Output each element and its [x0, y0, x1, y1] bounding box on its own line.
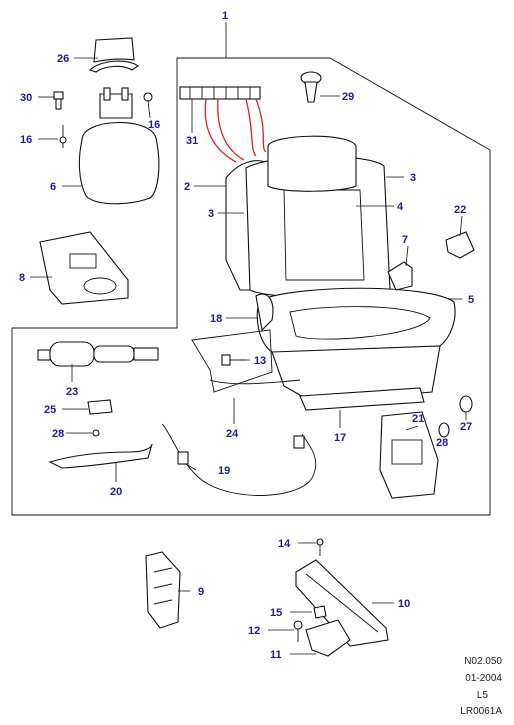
fixing-15: [313, 605, 327, 619]
callout-25: 25: [44, 404, 56, 416]
callout-12: 12: [248, 625, 260, 637]
leader-lines: [30, 57, 467, 655]
footer-ref: LR0061A: [460, 706, 502, 717]
callout-labels: 1 26 30 16 16 6 8 31 29 2 3 3 4 22 7 5 1…: [19, 10, 474, 661]
callout-19: 19: [218, 465, 230, 477]
callout-22: 22: [454, 204, 466, 216]
callout-5: 5: [468, 294, 474, 306]
callout-16b: 16: [20, 134, 32, 146]
footer-model: L5: [476, 690, 488, 701]
callout-30: 30: [20, 92, 32, 104]
headrest-mounting-bracket: [99, 87, 133, 119]
callout-13: 13: [254, 355, 266, 367]
release-cable: [161, 423, 317, 496]
callout-28a: 28: [52, 428, 64, 440]
callout-20: 20: [110, 486, 122, 498]
footer-code: N02.050: [464, 656, 502, 667]
bolt-30: [53, 91, 64, 110]
headrest: [78, 121, 160, 205]
callout-3a: 3: [208, 208, 214, 220]
callout-21: 21: [412, 413, 424, 425]
headrest-guide-cover: [88, 37, 139, 73]
callout-9: 9: [198, 586, 204, 598]
clip-28: [92, 429, 100, 437]
link-rod: [48, 443, 153, 469]
assembly-outline: [11, 57, 491, 516]
callout-14: 14: [278, 538, 291, 550]
side-lever: [255, 293, 274, 332]
callout-3b: 3: [410, 172, 416, 184]
clip-28-right: [438, 422, 450, 438]
grommet-27: [459, 395, 473, 413]
callout-2: 2: [184, 181, 190, 193]
screw-16-left: [59, 125, 67, 148]
callout-6: 6: [50, 181, 56, 193]
wire-clip-strip: [179, 86, 261, 100]
trim-panel-9: [145, 551, 181, 629]
callout-1: 1: [222, 10, 228, 22]
callout-17: 17: [334, 432, 346, 444]
seat-frame-rail-24: [191, 329, 273, 393]
screw-16-right: [143, 92, 153, 102]
seat-wiring-red: [204, 98, 237, 163]
seat-runner-17: [299, 387, 425, 411]
control-module: [379, 411, 439, 499]
armrest-bracket: [305, 619, 351, 657]
callout-29: 29: [342, 91, 354, 103]
push-clip-29: [300, 71, 322, 103]
callout-11: 11: [270, 649, 282, 661]
callout-10: 10: [398, 598, 410, 610]
callout-26: 26: [57, 53, 69, 65]
callout-27: 27: [460, 421, 472, 433]
gas-strut: [37, 341, 159, 367]
callout-31: 31: [186, 135, 198, 147]
callout-8: 8: [19, 272, 25, 284]
callout-15: 15: [270, 607, 282, 619]
screw-14: [316, 538, 324, 556]
recline-lever: [387, 261, 413, 291]
screw-12: [293, 620, 303, 642]
cup-holder-tray: [39, 231, 129, 305]
bracket-22: [445, 231, 475, 259]
pad-25: [87, 399, 113, 415]
callout-7: 7: [402, 234, 408, 246]
seat-headrest: [267, 135, 357, 192]
callout-18: 18: [210, 313, 222, 325]
callout-4: 4: [397, 201, 404, 213]
callout-16a: 16: [148, 119, 160, 131]
callout-28b: 28: [436, 437, 448, 449]
callout-24: 24: [226, 428, 239, 440]
callout-23: 23: [66, 386, 78, 398]
footer-date: 01-2004: [465, 673, 502, 684]
